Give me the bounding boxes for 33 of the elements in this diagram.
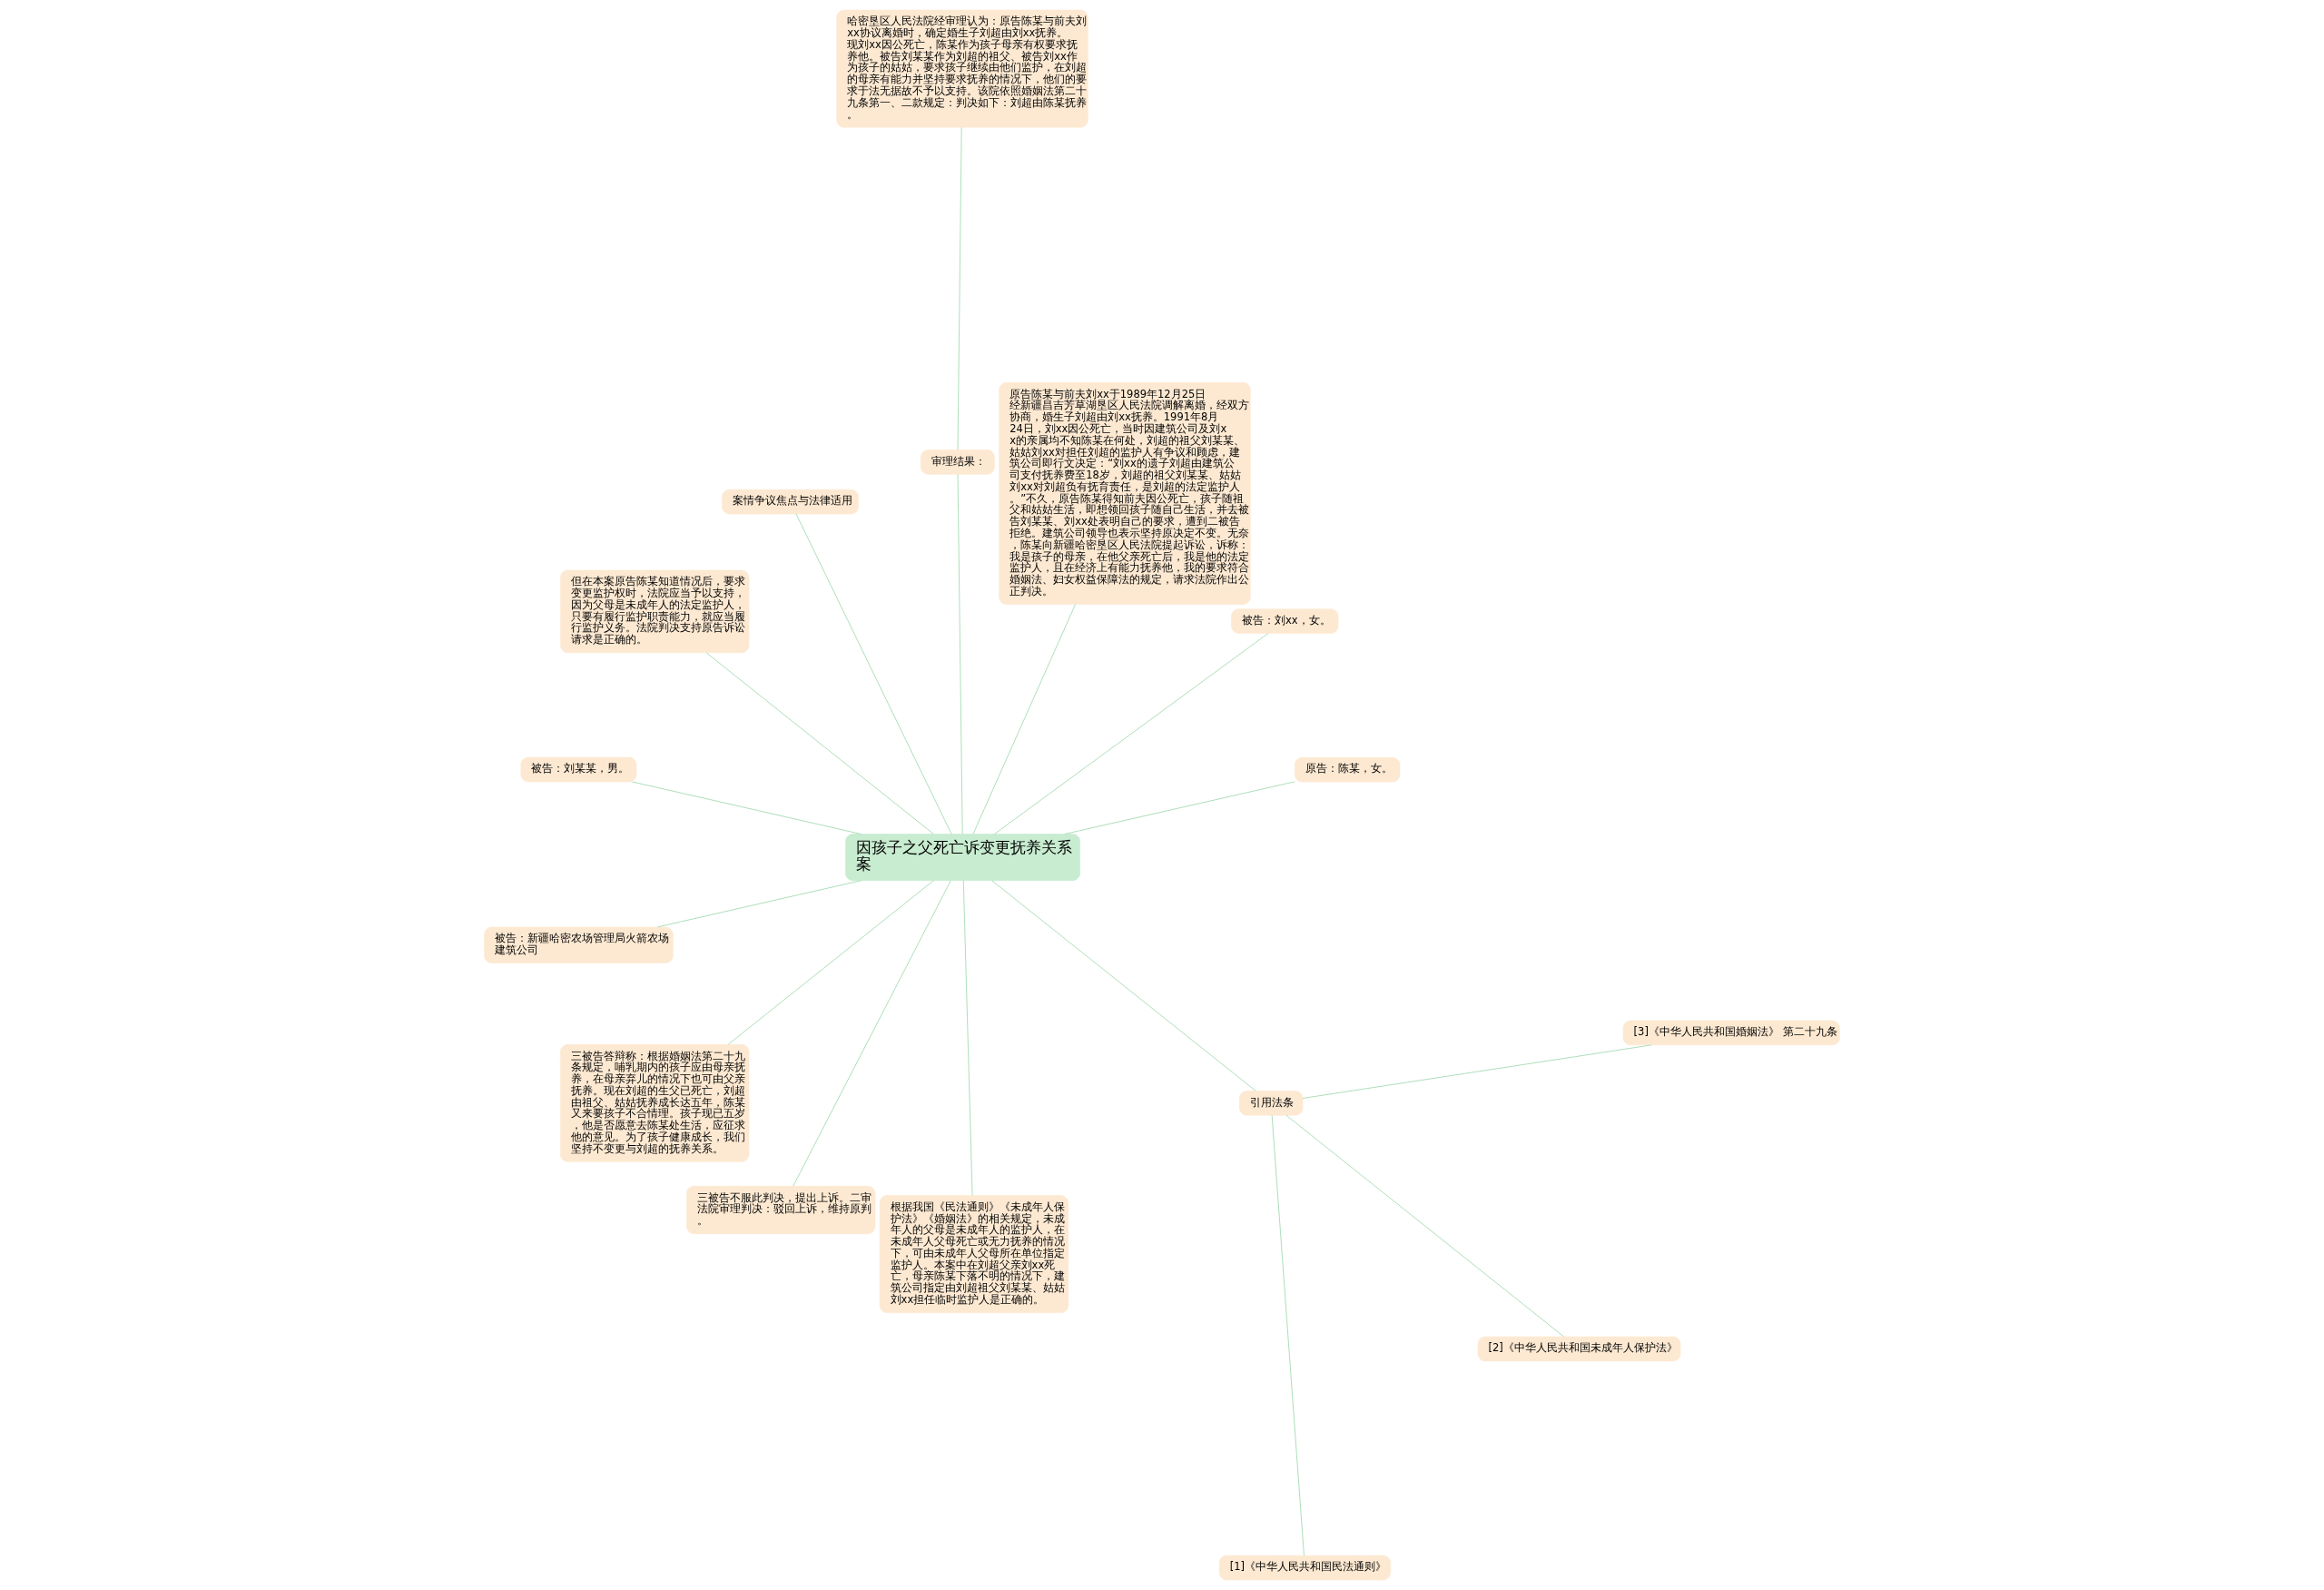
node-box: 案情争议焦点与法律适用 <box>722 489 859 515</box>
connector <box>727 880 934 1045</box>
connector <box>1064 781 1295 835</box>
connector <box>1302 1044 1652 1099</box>
connector <box>795 513 952 835</box>
node-box: 哈密垦区人民法院经审理认为：原告陈某与前夫刘xx协议离婚时，确定婚生子刘超由刘xx抚养。现刘xx因公死亡，陈某作为孩子母亲有权要求抚养他。被告刘某某作为刘超的祖父、被告刘xx作为孩子的姑姑，要求孩子继续由他们监护，在刘超的母亲有能力并坚持要求抚养的情况下，他们的要求于法无据故不予以支持。该院依照婚姻法第二十九条第一、二款规定：判决如下：刘超由陈某抚养。 <box>836 9 1088 128</box>
connector <box>994 633 1269 835</box>
node-box: 审理结果： <box>921 449 995 475</box>
node-box: 被告：新疆哈密农场管理局火箭农场建筑公司 <box>484 926 674 963</box>
connector <box>1285 1114 1565 1338</box>
node-box: 因孩子之父死亡诉变更抚养关系案 <box>845 834 1080 881</box>
node-box: 但在本案原告陈某知道情况后，要求变更监护权时，法院应当予以支持，因为父母是未成年人的法定监护人，只要有履行监护职责能力，就应当履行监护义务。法院判决支持原告诉讼请求是正确的。 <box>560 569 750 654</box>
node-box: 原告陈某与前夫刘xx于1989年12月25日经新疆昌吉芳草湖垦区人民法院调解离婚，经双方协商，婚生子刘超由刘xx抚养。1991年8月24日，刘xx因公死亡，当时因建筑公司及刘xx的亲属均不知陈某在何处，刘超的祖父刘某某、姑姑刘xx对担任刘超的监护人有争议和顾虑，建筑公司即行文决定：“刘xx的遗子刘超由建筑公司支付抚养费至18岁，刘超的祖父刘某某、姑姑刘xx对刘超负有抚育责任，是刘超的法定监护人。”不久，原告陈某得知前夫因公死亡，孩子随祖父和姑姑生活，即想领回孩子随自己生活，并去被告刘某某、刘xx处表明自己的要求，遭到二被告拒绝。建筑公司领导也表示坚持原决定不变。无奈，陈某向新疆哈密垦区人民法院提起诉讼，诉称：我是孩子的母亲，在他父亲死亡后，我是他的法定监护人，且在经济上有能力抚养他，我的要求符合婚姻法、妇女权益保障法的规定，请求法院作出公正判决。 <box>999 382 1251 605</box>
connector <box>1271 1114 1305 1556</box>
connector <box>962 880 973 1196</box>
node-box: [3]《中华人民共和国婚姻法》 第二十九条 <box>1622 1020 1840 1046</box>
connector <box>972 604 1077 835</box>
node-box: 引用法条 <box>1239 1091 1304 1116</box>
node-box: 三被告答辩称：根据婚姻法第二十九条规定，哺乳期内的孩子应由母亲抚养，在母亲弃儿的情况下也可由父亲抚养。现在刘超的生父已死亡，刘超由祖父、姑姑抚养成长达五年，陈某又来要孩子不合情理。孩子现已五岁，他是否愿意去陈某处生活，应征求他的意见。为了孩子健康成长，我们坚持不变更与刘超的抚养关系。 <box>560 1043 750 1162</box>
node-box: 被告：刘xx，女。 <box>1231 608 1339 634</box>
connector <box>793 880 951 1187</box>
node-box: [1]《中华人民共和国民法通则》 <box>1218 1555 1391 1581</box>
node-box: 原告：陈某，女。 <box>1295 756 1401 783</box>
node-box: 根据我国《民法通则》《未成年人保护法》《婚姻法》的相关规定，未成年人的父母是未成年人的监护人，在未成年人父母死亡或无力抚养的情况下，可由未成年人父母所在单位指定监护人。本案中在刘超父亲刘xx死亡，母亲陈某下落不明的情况下，建筑公司指定由刘超祖父刘某某、姑姑刘xx担任临时监护人是正确的。 <box>879 1195 1069 1313</box>
node-box: 三被告不服此判决，提出上诉。二审法院审理判决：驳回上诉，维持原判。 <box>686 1186 876 1235</box>
connector <box>991 880 1256 1091</box>
connector <box>631 781 862 835</box>
connector <box>957 473 963 835</box>
connector <box>705 652 934 835</box>
connector <box>656 880 862 928</box>
node-box: 被告：刘某某，男。 <box>520 756 637 783</box>
connector <box>957 126 962 450</box>
node-box: [2]《中华人民共和国未成年人保护法》 <box>1477 1336 1681 1362</box>
